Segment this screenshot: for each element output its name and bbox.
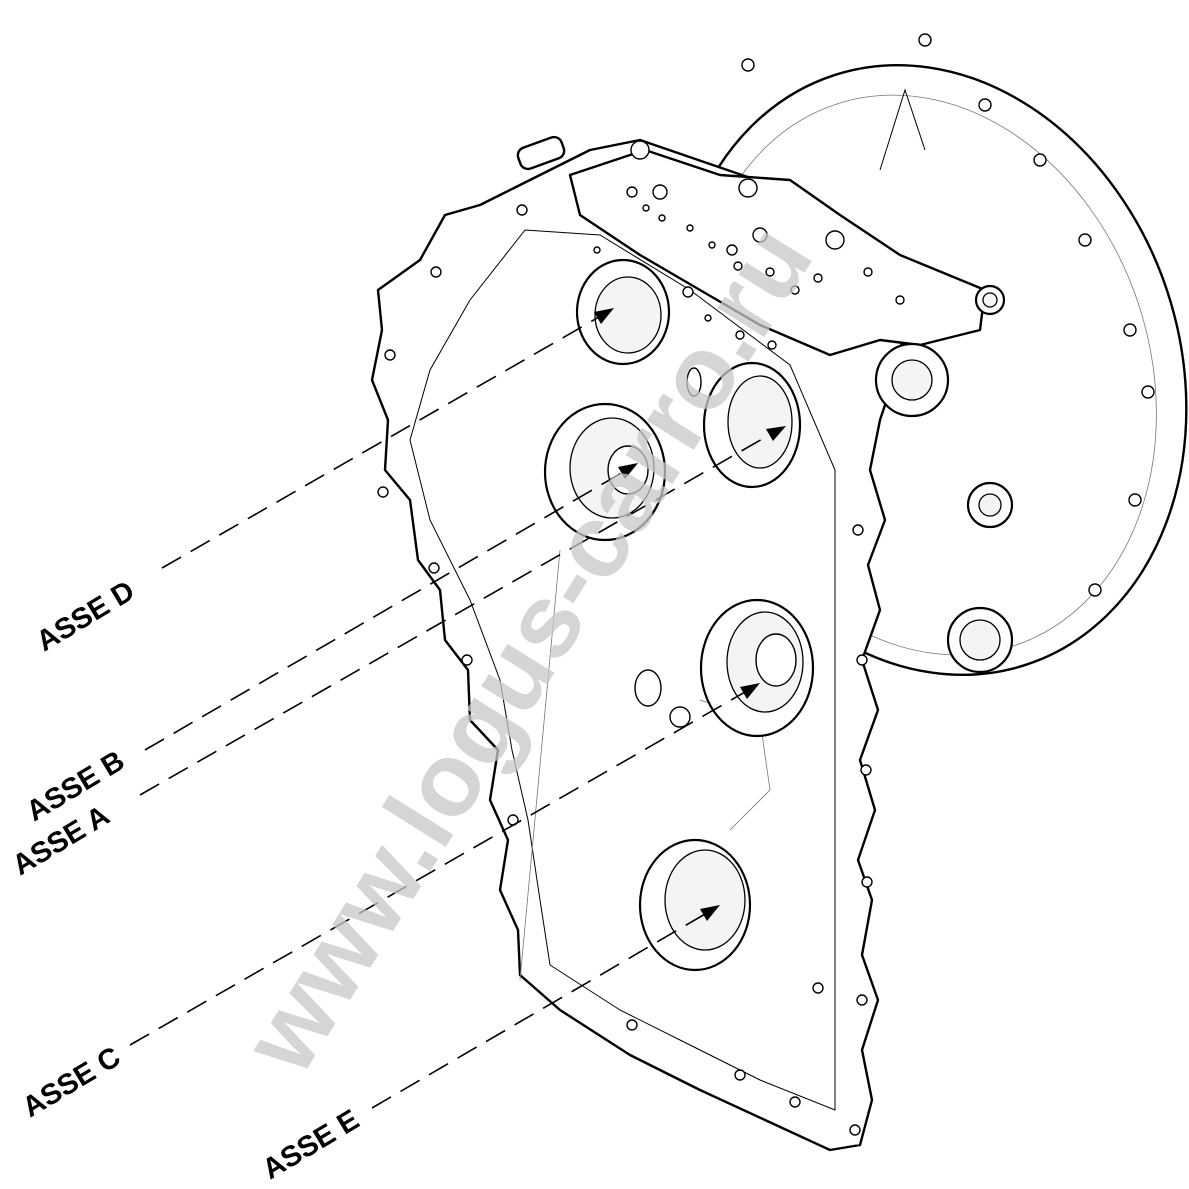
plate-end-port-hole: [982, 292, 998, 308]
lower-side-boss-hole: [959, 619, 1001, 661]
axis-a-line: [139, 429, 779, 796]
bore-a-inner: [727, 375, 793, 469]
plate-port: [765, 267, 775, 277]
bore-d-inner: [594, 276, 662, 354]
top-plate: [516, 135, 1006, 418]
side-port-hole: [891, 359, 933, 401]
label-asse-c: ASSE C: [17, 1041, 126, 1124]
axis-d-line: [161, 312, 607, 569]
plate-port: [752, 227, 768, 243]
bolt-hole: [516, 204, 528, 216]
flange-hole: [1123, 323, 1137, 337]
flange-hole: [1141, 385, 1155, 399]
axis-c-arrowhead: [740, 683, 760, 699]
bolt-hole: [849, 1124, 861, 1136]
cover-rib: [519, 549, 561, 981]
bolt-hole: [384, 349, 396, 361]
bolt-hole: [734, 1069, 746, 1081]
bore-e-inner: [664, 849, 746, 951]
plate-port: [813, 273, 823, 283]
plate-port: [790, 285, 800, 295]
plate-bolt: [738, 178, 758, 198]
plate-port: [686, 224, 694, 232]
bolt-hole: [812, 982, 824, 994]
axis-a-arrowhead: [766, 426, 786, 441]
plate-port: [726, 244, 738, 256]
oil-hole: [634, 669, 662, 707]
slot-hole: [686, 367, 702, 397]
plate-port: [863, 267, 873, 277]
bore-c-shaft: [755, 633, 797, 687]
flange-hole: [918, 33, 932, 47]
bolt-hole: [852, 524, 864, 536]
plate-bolt: [630, 140, 650, 160]
plate-bolt: [825, 230, 845, 250]
cover-inner-rim: [409, 229, 836, 1111]
axis-d-arrowhead: [594, 308, 614, 324]
pipe-stub: [516, 135, 566, 171]
plate-port: [642, 204, 650, 212]
axis-leaders: [129, 308, 786, 1109]
flange-hole: [741, 58, 755, 72]
flange-hole: [1088, 583, 1102, 597]
top-plate-outline: [568, 148, 987, 357]
bolt-hole: [428, 562, 440, 574]
flange-hole: [978, 98, 992, 112]
plate-port: [767, 340, 777, 350]
label-asse-d: ASSE D: [31, 575, 140, 658]
bolt-hole: [856, 654, 868, 666]
axis-e-arrowhead: [700, 905, 720, 921]
bolt-hole: [430, 266, 442, 278]
bearing-bores: [543, 258, 815, 972]
axis-c-line: [129, 687, 753, 1046]
plate-port: [708, 241, 716, 249]
plate-port: [733, 261, 743, 271]
bolt-hole: [626, 1019, 638, 1031]
plate-port: [626, 186, 638, 198]
flange-hole: [1128, 493, 1142, 507]
oil-boss: [669, 706, 691, 728]
plate-port: [704, 314, 712, 322]
plate-port: [682, 286, 694, 298]
plate-port: [895, 295, 905, 305]
plate-port: [735, 330, 745, 340]
axis-b-arrowhead: [618, 463, 638, 479]
plate-port: [593, 246, 601, 254]
bolt-hole: [461, 654, 473, 666]
flange-hole: [1033, 153, 1047, 167]
plate-port: [658, 214, 666, 222]
bolt-hole: [861, 876, 873, 888]
bolt-hole: [860, 764, 872, 776]
label-asse-e: ASSE E: [257, 1104, 365, 1186]
flange-hole: [1078, 233, 1092, 247]
bolt-hole: [856, 994, 868, 1006]
side-boss-hole: [978, 493, 1002, 517]
plate-port: [652, 184, 668, 200]
axis-b-line: [144, 467, 631, 751]
bolt-hole: [377, 486, 389, 498]
bolt-hole: [789, 1096, 801, 1108]
flange-rib: [879, 88, 926, 171]
